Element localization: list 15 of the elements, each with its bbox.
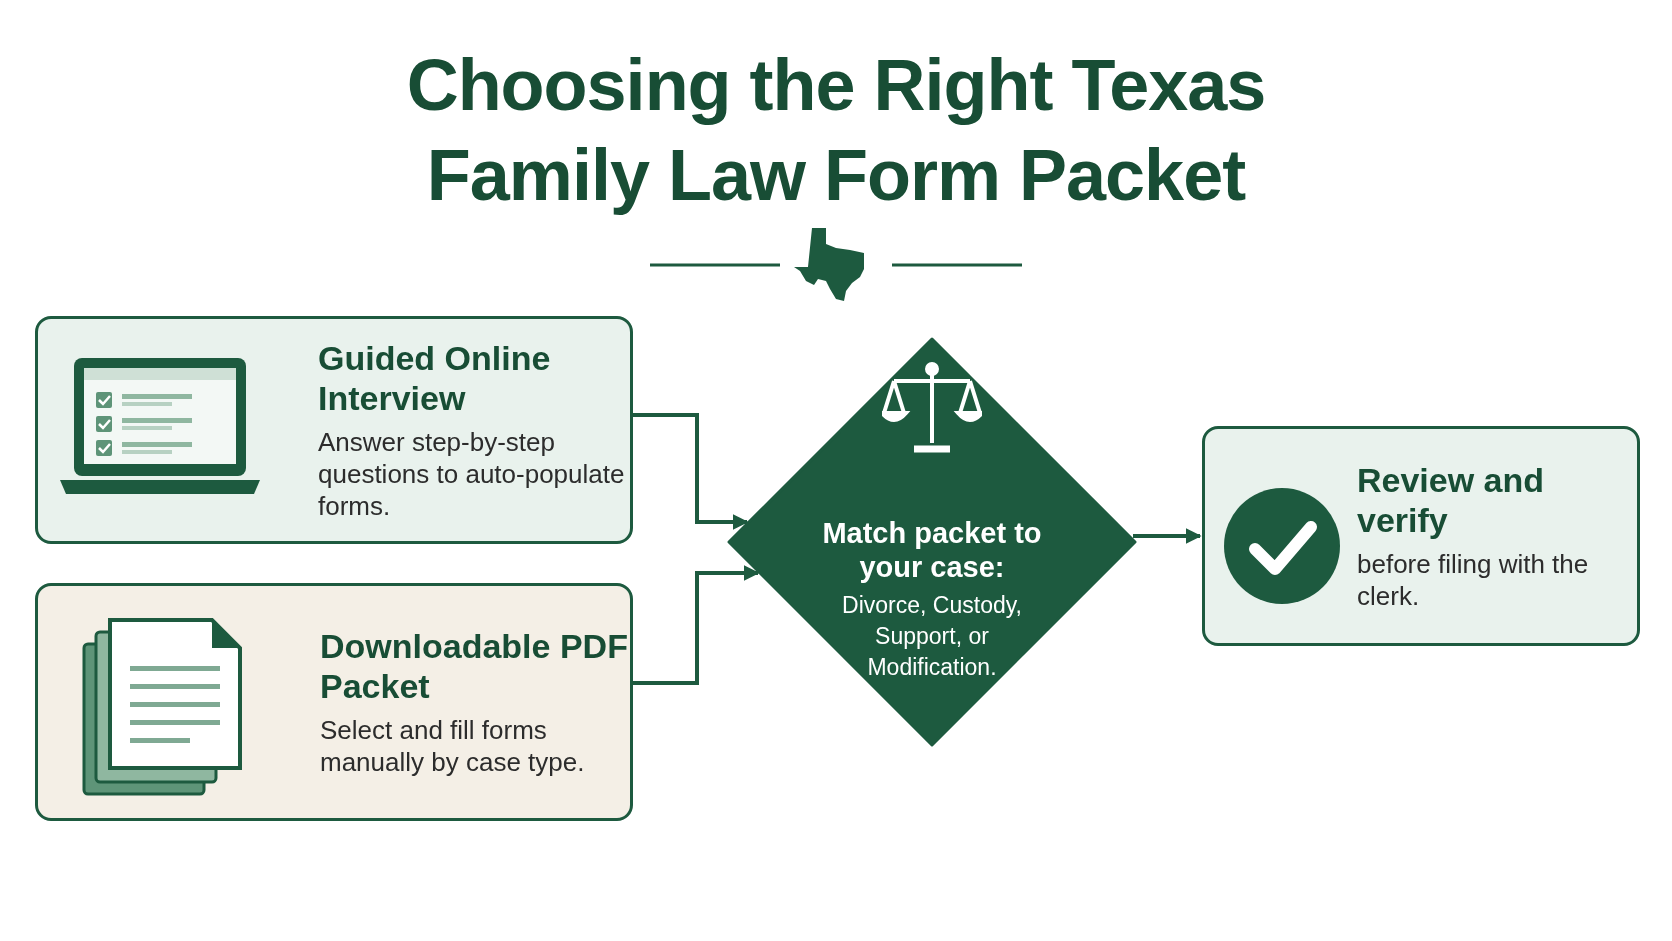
diamond-text: Divorce, Custody, Support, or Modification. [841, 591, 1023, 682]
card-heading: Review and verify [1357, 460, 1546, 540]
card-heading: Downloadable PDF Packet [320, 626, 629, 706]
card-description: Select and fill forms manually by case type. [320, 714, 586, 778]
card-description: Answer step-by-step questions to auto-populate forms. [318, 426, 626, 522]
process-card [35, 583, 633, 821]
connector-arrow [633, 413, 749, 530]
diamond-heading: Match packet to your case: [821, 516, 1043, 584]
connector-arrow [633, 565, 760, 685]
process-card [35, 316, 633, 544]
title: Choosing the Right Texas Family Law Form Packet [405, 44, 1267, 217]
process-card [1202, 426, 1640, 646]
card-description: before filing with the clerk. [1357, 548, 1590, 612]
card-heading: Guided Online Interview [318, 338, 552, 418]
connector-arrow [1133, 528, 1202, 544]
